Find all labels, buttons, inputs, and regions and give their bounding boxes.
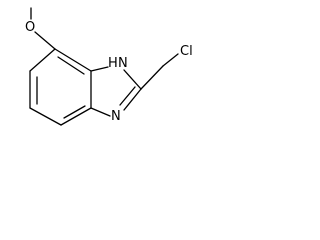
chlorine-label: Cl — [180, 44, 193, 59]
bond-c1-c2 — [29, 48, 56, 72]
double-bond-inner-top — [57, 56, 85, 75]
oxygen-label: O — [25, 20, 35, 35]
imine-nitrogen-label: N — [111, 109, 121, 124]
nh-hydrogen-label: H — [108, 56, 118, 71]
bond-ring-nh — [90, 66, 109, 72]
nh-nitrogen-label: N — [118, 56, 128, 71]
bond-c4-c5 — [60, 107, 92, 126]
double-bond-c2-imine-n — [119, 86, 136, 106]
bond-c3-c4 — [29, 107, 62, 126]
double-bond-inner-bottom — [63, 105, 86, 119]
bond-c2-ch2 — [140, 65, 164, 90]
bond-imine-n-ring — [90, 107, 111, 117]
bond-oxygen-ring — [34, 31, 56, 50]
bond-ch2-cl — [162, 53, 179, 67]
bond-c6-c1 — [54, 48, 92, 72]
structure-diagram: O N H N Cl — [25, 7, 193, 126]
bond-nh-c2 — [123, 69, 142, 90]
bond-c2-imine-n — [123, 88, 142, 111]
